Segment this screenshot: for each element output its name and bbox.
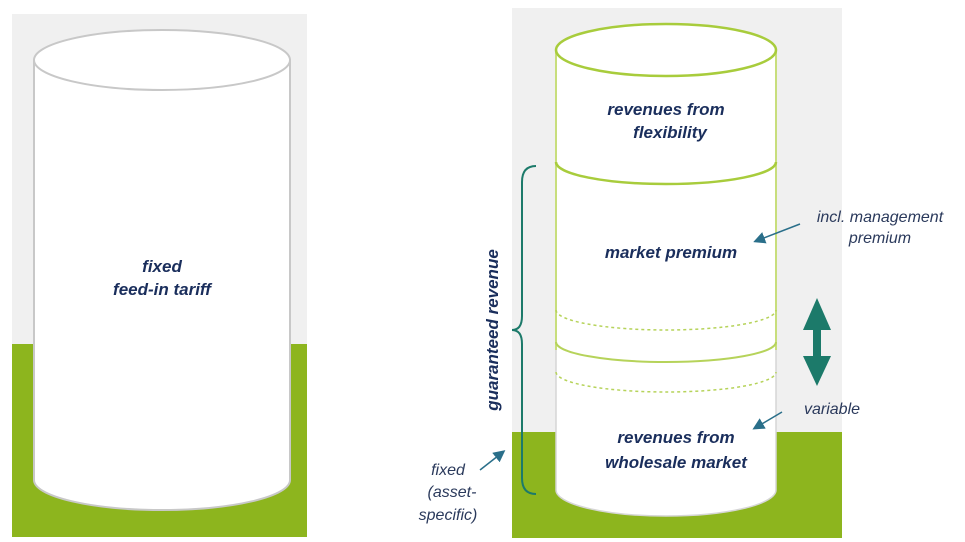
left-panel: fixed feed-in tariff [12,14,307,537]
fixed-note-line1: fixed [431,462,466,479]
fixed-label: fixed [142,257,182,276]
wholesale-label-line1: revenues from [617,428,734,447]
variable-pointer-arrow [752,411,783,430]
guaranteed-revenue-label: guaranteed revenue [483,249,502,412]
flexibility-label-line2: flexibility [633,123,708,142]
management-pointer-arrow [753,223,801,244]
management-note-line1: incl. management [817,209,944,226]
guaranteed-revenue-brace [511,165,537,495]
dashed-upper-bound [555,309,777,331]
right-cylinder [554,22,778,517]
management-note-line2: premium [848,230,911,247]
right-panel: revenues from flexibility market premium… [419,8,944,538]
variability-double-arrow [803,298,831,386]
fixed-note-line3: specific) [419,507,478,524]
fixed-note-line2: (asset- [428,484,477,501]
wholesale-label-line2: wholesale market [605,453,748,472]
flexibility-label-line1: revenues from [607,100,724,119]
divider-wholesale [555,341,777,363]
left-cylinder [33,29,291,511]
feed-in-tariff-label: feed-in tariff [113,280,213,299]
variable-note: variable [804,401,860,418]
dashed-lower-bound [555,371,777,393]
fixed-pointer-arrow [479,450,506,471]
divider-flexibility [554,161,778,186]
cylinder-top [554,22,778,78]
market-premium-label: market premium [605,243,737,262]
